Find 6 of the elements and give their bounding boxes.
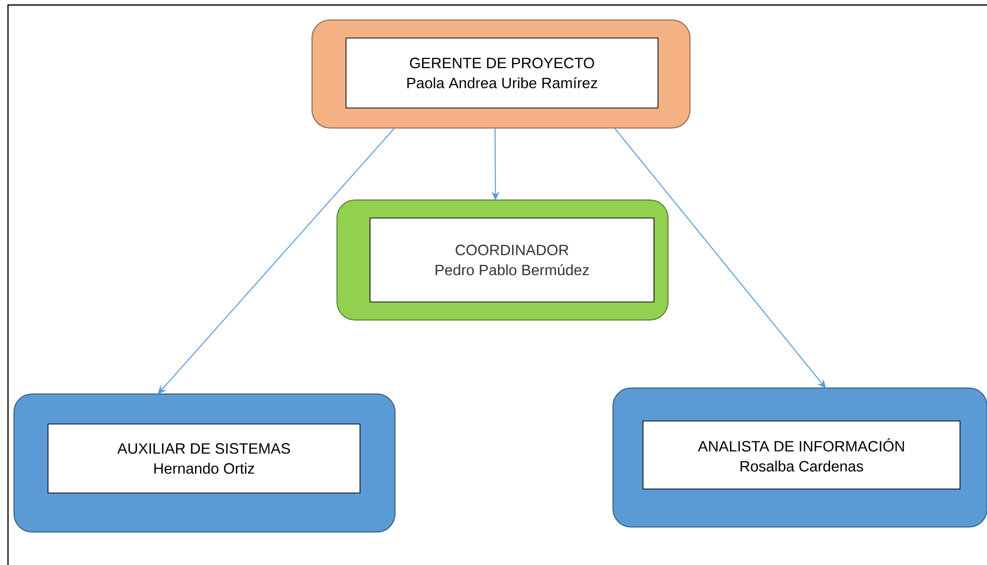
arrow <box>614 127 826 388</box>
name-box: AUXILIAR DE SISTEMAS Hernando Ortiz <box>48 424 360 494</box>
arrow <box>158 127 396 394</box>
name-box: ANALISTA DE INFORMACIÓN Rosalba Cardenas <box>642 420 960 490</box>
name-box: GERENTE DE PROYECTO Paola Andrea Uribe Ramírez <box>346 38 658 108</box>
name-box: COORDINADOR Pedro Pablo Bermúdez <box>370 218 654 302</box>
